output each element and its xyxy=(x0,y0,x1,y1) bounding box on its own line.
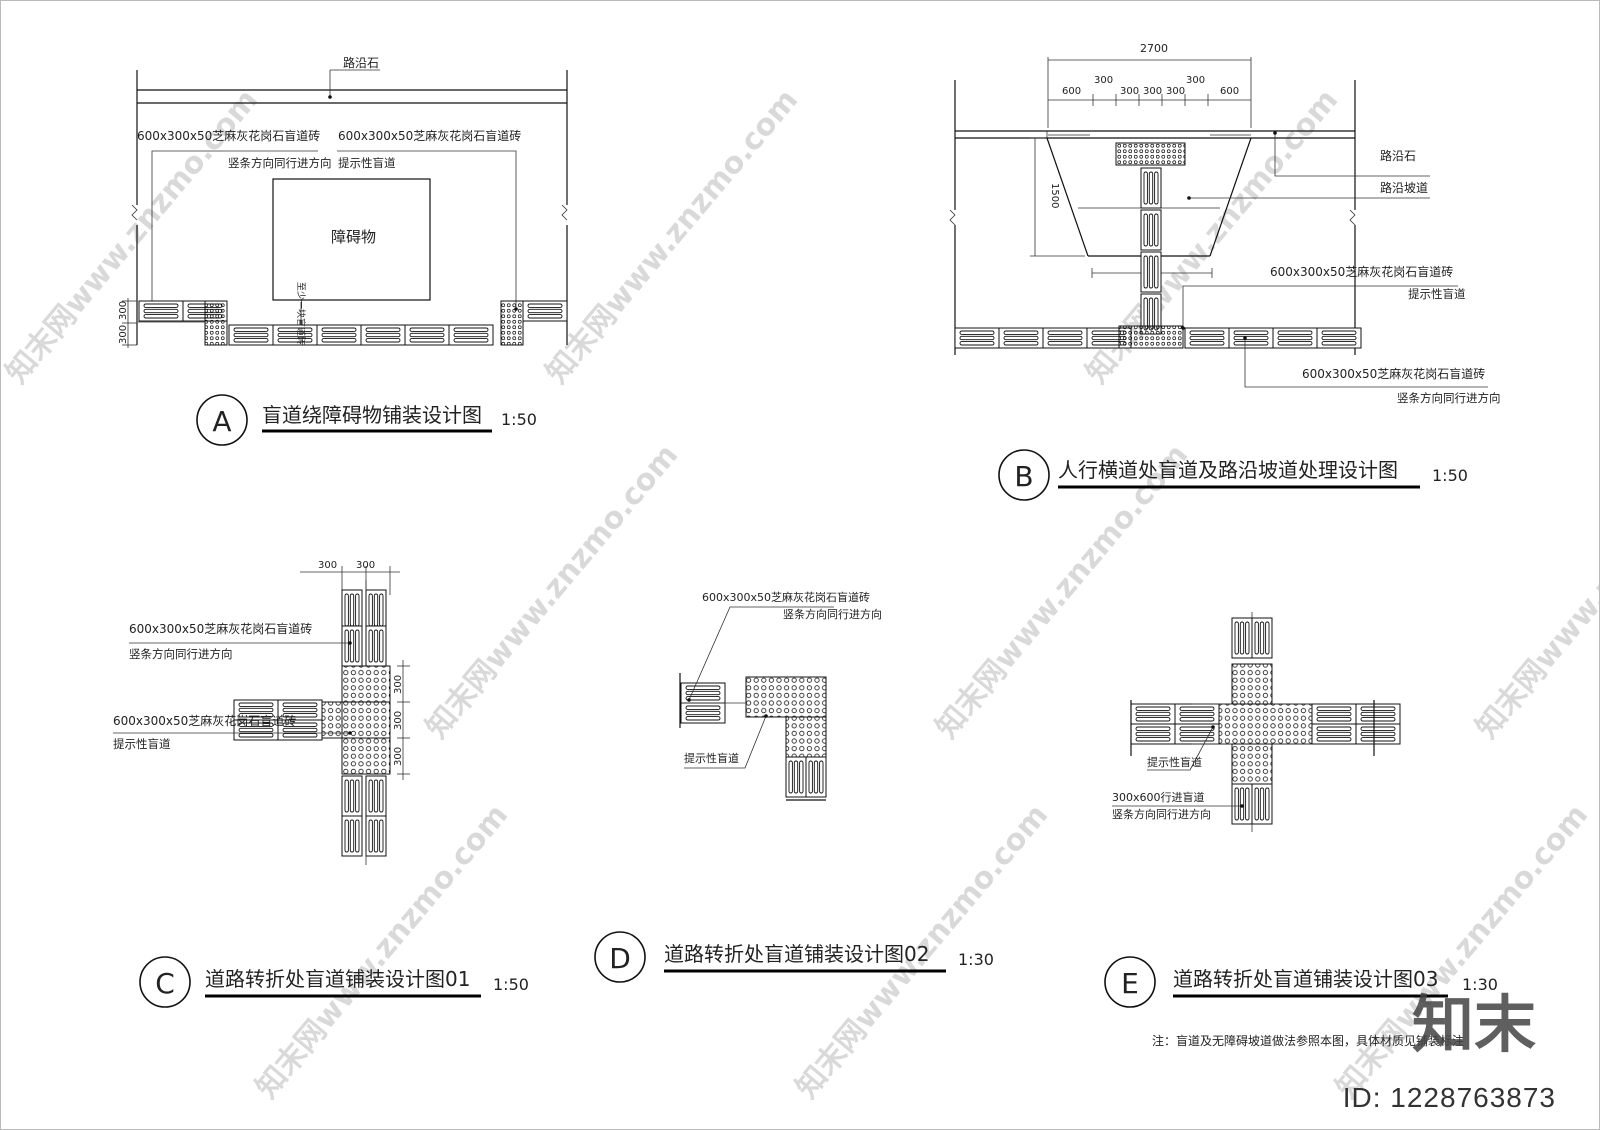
title-bubble-c xyxy=(139,956,191,1008)
panel-d-drawing: 600x300x50芝麻灰花岗石盲道砖 竖条方向同行进方向 提示性盲道 D 道路… xyxy=(594,590,994,983)
drawing-title-a: 盲道绕障碍物铺装设计图 xyxy=(262,403,482,427)
dim-300: 300 xyxy=(318,560,337,571)
title-bubble-b xyxy=(998,449,1050,501)
drawing-title-b: 人行横道处盲道及路沿坡道处理设计图 xyxy=(1058,458,1398,482)
image-id-label: ID: 1228763873 xyxy=(1342,1082,1556,1113)
dim-300: 300 xyxy=(1120,86,1139,97)
title-bubble-letter: A xyxy=(212,405,231,438)
scale-b: 1:50 xyxy=(1432,466,1468,485)
drawing-title-d: 道路转折处盲道铺装设计图02 xyxy=(664,942,929,966)
dim-600: 600 xyxy=(1220,86,1239,97)
tile-note-1-sub: 竖条方向同行进方向 xyxy=(783,607,882,621)
tile-note-1: 提示性盲道 xyxy=(1147,755,1202,769)
brand-logo: 知末 xyxy=(1411,988,1536,1061)
dim-300: 300 xyxy=(118,301,129,320)
panel-e-drawing: 提示性盲道 300x600行进盲道 竖条方向同行进方向 E 道路转折处盲道铺装设… xyxy=(1104,612,1498,1048)
dim-300: 300 xyxy=(393,711,404,730)
dim-300: 300 xyxy=(1143,86,1162,97)
watermark-text: 知末网www.znzmo.com xyxy=(419,438,685,745)
title-bubble-e xyxy=(1104,956,1156,1008)
tile-note-1-sub: 竖条方向同行进方向 xyxy=(228,156,332,170)
tile-note-2-sub: 提示性盲道 xyxy=(113,737,171,751)
obstacle-box xyxy=(272,178,431,301)
watermark-text: 知末网www.znzmo.com xyxy=(1469,438,1600,745)
tile-note-1: 600x300x50芝麻灰花岗石盲道砖 xyxy=(1270,264,1453,279)
tile-note-2: 提示性盲道 xyxy=(684,751,739,765)
tile-note-2-sub: 竖条方向同行进方向 xyxy=(1397,391,1501,405)
dim-300: 300 xyxy=(118,325,129,344)
panel-a-drawing: 路沿石 600x300x50芝麻灰花岗石盲道砖 竖条方向同行进方向 600x30… xyxy=(118,55,568,446)
dim-300: 300 xyxy=(1094,75,1113,86)
dim-300: 300 xyxy=(393,747,404,766)
dim-300: 300 xyxy=(356,560,375,571)
curb-label: 路沿石 xyxy=(1380,148,1416,163)
tile-note-2: 600x300x50芝麻灰花岗石盲道砖 xyxy=(338,128,521,143)
dim-1500: 1500 xyxy=(1049,183,1060,208)
obstacle-label: 障碍物 xyxy=(331,228,376,246)
title-bubble-d xyxy=(594,931,646,983)
title-bubble-letter: D xyxy=(609,942,631,975)
ramp-label: 路沿坡道 xyxy=(1380,180,1428,195)
tile-note-1: 600x300x50芝麻灰花岗石盲道砖 xyxy=(702,590,870,604)
title-bubble-letter: B xyxy=(1014,460,1033,493)
scale-a: 1:50 xyxy=(501,410,537,429)
drawing-title-c: 道路转折处盲道铺装设计图01 xyxy=(205,967,470,991)
dim-300: 300 xyxy=(1186,75,1205,86)
clearance-label: 至少一块盲道砖 xyxy=(295,282,307,345)
drawing-title-e: 道路转折处盲道铺装设计图03 xyxy=(1173,967,1438,991)
dim-300: 300 xyxy=(393,675,404,694)
dim-600: 600 xyxy=(1062,86,1081,97)
scale-c: 1:50 xyxy=(493,975,529,994)
footnote: 注：盲道及无障碍坡道做法参照本图，具体材质见铺装标注 xyxy=(1152,1033,1464,1048)
watermark-text: 知末网www.znzmo.com xyxy=(539,83,805,390)
tile-note-2: 600x300x50芝麻灰花岗石盲道砖 xyxy=(1302,366,1485,381)
curb-label: 路沿石 xyxy=(343,55,379,70)
tile-note-2-sub: 竖条方向同行进方向 xyxy=(1112,807,1211,821)
tile-note-1-sub: 提示性盲道 xyxy=(1408,287,1466,301)
tile-note-2: 600x300x50芝麻灰花岗石盲道砖 xyxy=(113,713,296,728)
tile-note-1: 600x300x50芝麻灰花岗石盲道砖 xyxy=(137,128,320,143)
tile-note-2-sub: 提示性盲道 xyxy=(338,156,396,170)
title-bubble-letter: E xyxy=(1121,967,1139,1000)
scale-e: 1:30 xyxy=(1462,975,1498,994)
scale-d: 1:30 xyxy=(958,950,994,969)
tile-note-1-sub: 竖条方向同行进方向 xyxy=(129,647,233,661)
dim-300: 300 xyxy=(1166,86,1185,97)
tile-note-2: 300x600行进盲道 xyxy=(1112,790,1205,804)
dim-total: 2700 xyxy=(1140,42,1168,55)
tile-note-1: 600x300x50芝麻灰花岗石盲道砖 xyxy=(129,621,312,636)
title-bubble-a xyxy=(196,394,248,446)
panel-b-drawing: 2700 600 300 300 300 300 300 600 1500 xyxy=(949,42,1501,501)
panel-c-drawing: 300 300 300 300 300 600x300x50芝麻灰花岗石盲道砖 … xyxy=(113,560,529,1008)
watermark-text: 知末网www.znzmo.com xyxy=(929,438,1195,745)
title-bubble-letter: C xyxy=(155,967,175,1000)
